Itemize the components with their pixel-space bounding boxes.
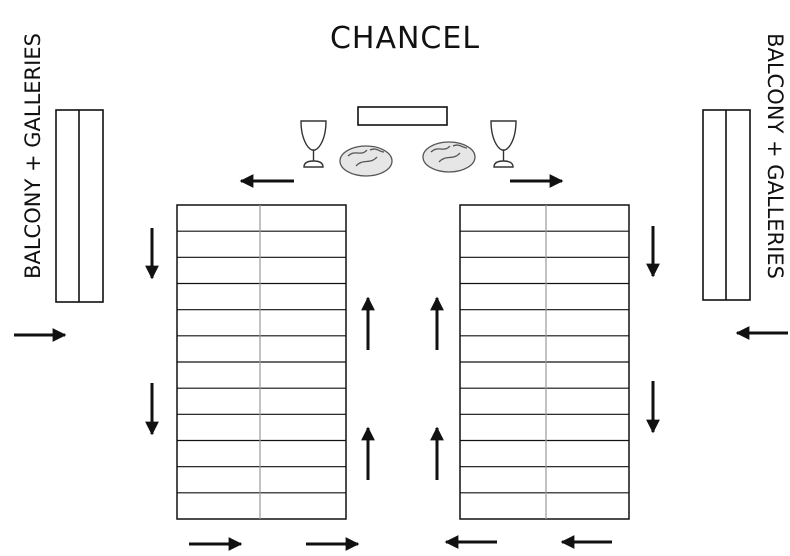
left-balcony xyxy=(55,109,104,303)
communion-table xyxy=(357,106,448,126)
right-balcony-label: BALCONY + GALLERIES xyxy=(763,33,787,279)
left-balcony-label: BALCONY + GALLERIES xyxy=(21,33,45,279)
pew-block-left xyxy=(176,204,347,520)
bread-loaf-icon xyxy=(422,141,476,173)
right-balcony xyxy=(702,109,751,301)
cup-icon xyxy=(490,120,517,168)
chancel-title: CHANCEL xyxy=(330,21,480,56)
pew-block-right xyxy=(459,204,630,520)
bread-loaf-icon xyxy=(339,145,393,177)
cup-icon xyxy=(300,120,327,168)
